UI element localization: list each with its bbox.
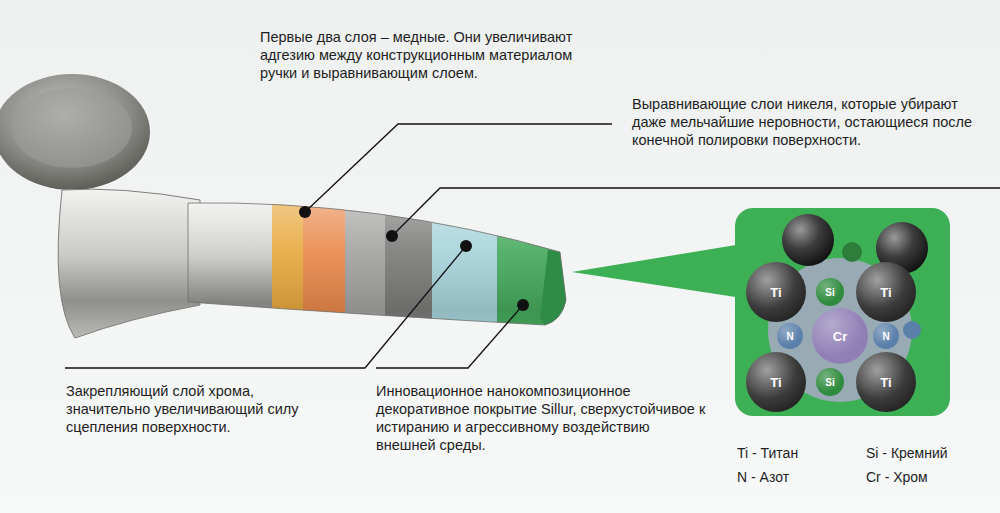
callout-text-line: Первые два слоя – медные. Они увеличиваю… [260,29,572,81]
callout-text-line: Инновационное нанокомпозиционное декорат… [376,383,705,453]
callout-text: Закрепляющий слой хрома, значительно уве… [66,382,316,436]
legend-text: Si - Кремний [866,445,948,461]
legend-entry: Ti - Титан [737,444,798,462]
rosette-inner [12,88,132,168]
atom-symbol: Ti [770,285,781,300]
lever-end [540,250,566,325]
atom-symbol: N [786,331,793,342]
atom-sphere [903,321,921,339]
legend-text: Ti - Титан [737,445,798,461]
atom-circle: Cr [812,308,868,364]
rosette [0,74,150,190]
atom-circle: Ti [856,262,916,322]
atom-symbol: Ti [880,375,891,390]
atom-symbol: Si [825,287,834,298]
atom-circle: Si [816,368,844,396]
legend-text: Cr - Хром [866,469,928,485]
atom-circle: Ti [746,262,806,322]
callout-text-line: Выравнивающие слои никеля, которые убира… [632,96,972,148]
legend-entry: Si - Кремний [866,444,948,462]
leader-lines [65,124,1000,368]
callout-dots [299,206,529,311]
atom-circle: Ti [746,352,806,412]
legend-text: N - Азот [737,469,789,485]
atom-sphere [782,214,834,266]
handle-stem [58,189,200,338]
atom-circle: Si [816,278,844,306]
atom-symbol: Si [825,377,834,388]
callout-text: Выравнивающие слои никеля, которые убира… [632,95,994,149]
legend-entry: N - Азот [737,468,789,486]
coating-layers [180,190,580,340]
lever-outline [188,203,566,325]
atom-symbol: N [882,331,889,342]
callout-text-line: Закрепляющий слой хрома, значительно уве… [66,383,299,435]
atom-circle: N [873,323,899,349]
atom-circle: N [777,323,803,349]
callout-text: Первые два слоя – медные. Они увеличиваю… [260,28,600,82]
pointer [572,244,742,298]
callout-text: Инновационное нанокомпозиционное декорат… [376,382,708,454]
atom-symbol: Cr [833,329,847,344]
legend-entry: Cr - Хром [866,468,928,486]
atom-sphere [842,242,862,262]
atom-symbol: Ti [770,375,781,390]
atom-symbol: Ti [880,285,891,300]
atom-circle: Ti [856,352,916,412]
molecule-panel [735,208,950,416]
